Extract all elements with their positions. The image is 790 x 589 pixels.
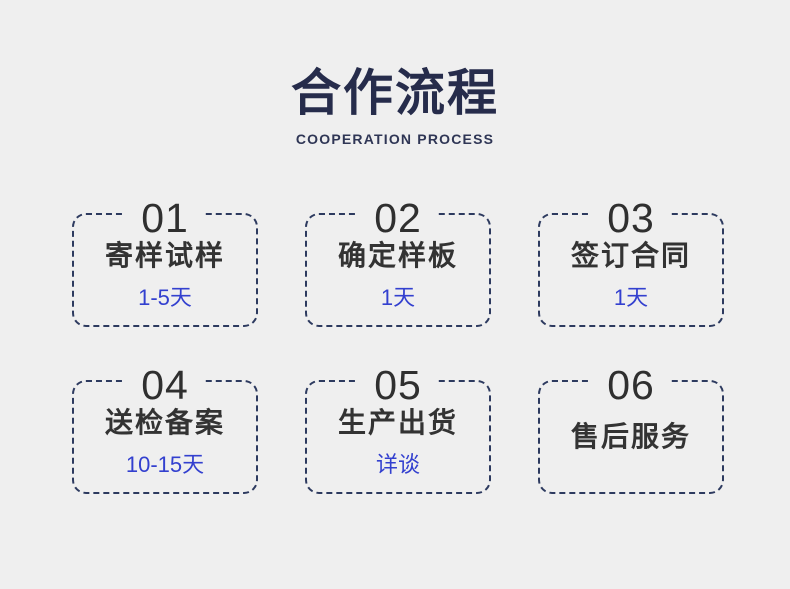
step-title: 生产出货 [337, 407, 458, 438]
step-card-1: 01 寄样试样 1-5天 [72, 198, 258, 327]
step-duration: 详谈 [375, 452, 420, 477]
step-duration: 1天 [613, 285, 649, 310]
step-number: 05 [358, 365, 438, 406]
step-card-2: 02 确定样板 1天 [305, 198, 491, 327]
page-subtitle: COOPERATION PROCESS [295, 131, 495, 147]
step-number: 02 [358, 198, 438, 239]
page-title: 合作流程 [291, 65, 499, 121]
step-title: 寄样试样 [104, 240, 225, 271]
step-number: 01 [125, 198, 205, 239]
step-card-5: 05 生产出货 详谈 [305, 365, 491, 494]
step-number: 04 [125, 365, 205, 406]
step-card-4: 04 送检备案 10-15天 [72, 365, 258, 494]
step-duration: 10-15天 [125, 452, 205, 477]
step-card-6: 06 售后服务 [538, 365, 724, 494]
step-title: 确定样板 [337, 240, 458, 271]
step-title: 送检备案 [104, 407, 225, 438]
step-duration: 1天 [380, 285, 416, 310]
step-card-3: 03 签订合同 1天 [538, 198, 724, 327]
step-title: 售后服务 [570, 421, 691, 452]
step-number: 06 [591, 365, 671, 406]
steps-grid: 01 寄样试样 1-5天 02 确定样板 1天 03 签订合同 1天 04 送检… [72, 198, 724, 494]
header: 合作流程 COOPERATION PROCESS [0, 0, 790, 148]
step-title: 签订合同 [570, 240, 691, 271]
step-duration: 1-5天 [138, 285, 192, 310]
step-number: 03 [591, 198, 671, 239]
